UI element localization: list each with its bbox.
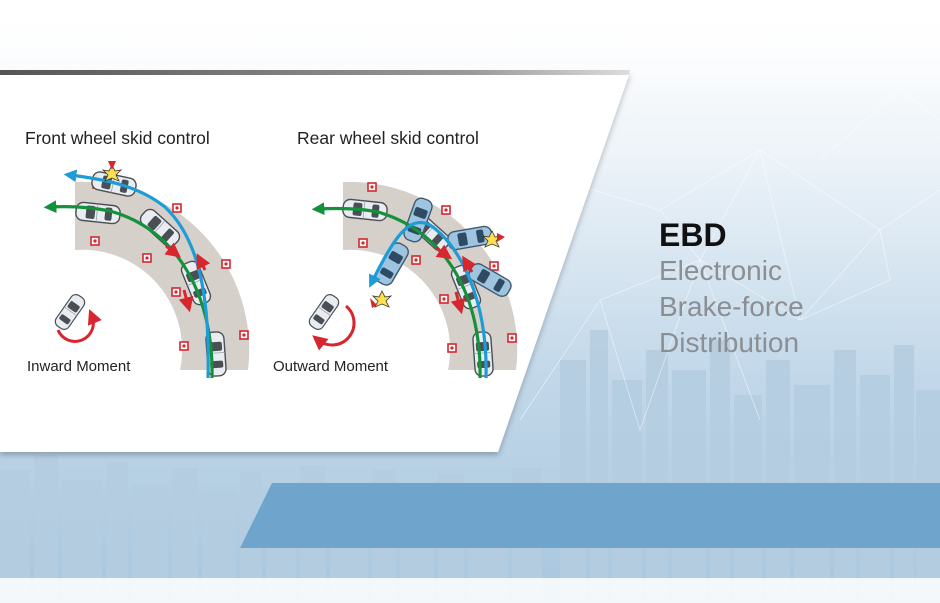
ebd-headline: EBD Electronic Brake-force Distribution (659, 217, 804, 361)
headline-line-2: Brake-force (659, 291, 804, 322)
inward-moment-label: Inward Moment (27, 358, 131, 375)
front-wheel-title: Front wheel skid control (25, 128, 210, 148)
headline-line-1: Electronic (659, 255, 782, 286)
inward-moment-arrow (56, 309, 102, 343)
blue-path (63, 169, 210, 379)
rear-wheel-title: Rear wheel skid control (297, 128, 479, 148)
outward-moment-arrow (312, 304, 356, 351)
rear-wheel-diagram (306, 181, 518, 379)
ebd-abbreviation: EBD (659, 217, 727, 253)
headline-line-3: Distribution (659, 327, 800, 358)
green-path (311, 202, 482, 379)
accent-band (240, 483, 940, 548)
front-wheel-diagram (43, 161, 250, 379)
blue-path (369, 220, 488, 379)
outward-moment-label: Outward Moment (273, 358, 389, 375)
